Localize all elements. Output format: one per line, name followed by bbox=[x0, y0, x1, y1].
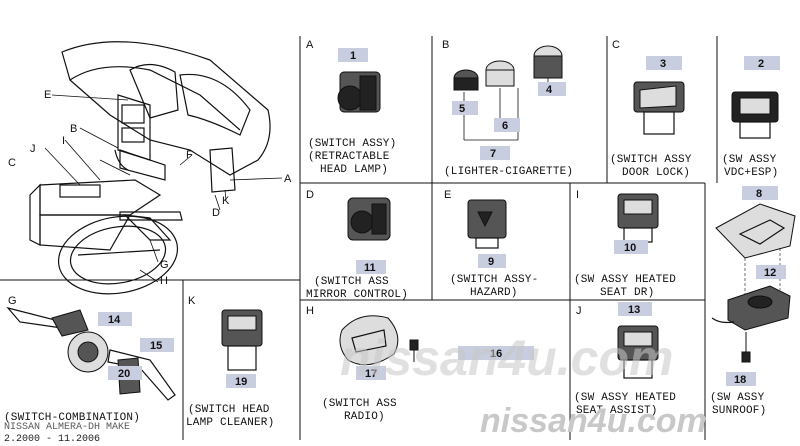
caption-d-line2: MIRROR CONTROL) bbox=[306, 289, 408, 301]
part-number-8: 8 bbox=[756, 188, 762, 200]
overview-letter-b: B bbox=[70, 123, 77, 135]
part-number-9: 9 bbox=[488, 256, 494, 268]
part-number-19: 19 bbox=[235, 376, 247, 388]
caption-b-line1: (LIGHTER-CIGARETTE) bbox=[444, 166, 573, 178]
caption-a-line1: (SWITCH ASSY) bbox=[308, 138, 396, 150]
overview-letter-j: J bbox=[30, 143, 36, 155]
part-number-20: 20 bbox=[118, 368, 130, 380]
caption-h-line1: (SWITCH ASS bbox=[322, 398, 397, 410]
overview-letter-a: A bbox=[284, 173, 292, 185]
caption-k-line1: (SWITCH HEAD bbox=[188, 404, 270, 416]
watermark-bottom: nissan4u.com bbox=[480, 402, 707, 440]
watermark-center: nissan4u.com bbox=[340, 330, 673, 386]
caption-e-line1: (SWITCH ASSY- bbox=[450, 274, 538, 286]
caption-a-line3: HEAD LAMP) bbox=[320, 164, 388, 176]
section-letter-e: E bbox=[444, 189, 451, 201]
section-letter-b: B bbox=[442, 39, 449, 51]
part-number-15: 15 bbox=[150, 340, 162, 352]
section-i-heated-seat-dr: I 10 (SW ASSY HEATED SEAT DR) bbox=[574, 189, 676, 299]
overview-letter-k: K bbox=[222, 195, 230, 207]
part-number-5: 5 bbox=[459, 103, 465, 115]
section-letter-k: K bbox=[188, 295, 196, 307]
caption-c-line2: DOOR LOCK) bbox=[622, 167, 690, 179]
caption-k-line2: LAMP CLEANER) bbox=[186, 417, 274, 429]
part-number-3: 3 bbox=[660, 58, 666, 70]
section-g-switch-combination: G 14 15 20 (SWITCH-COMBINATION) bbox=[4, 295, 175, 424]
section-a-retractable-head-lamp: A 1 (SWITCH ASSY) (RETRACTABLE HEAD LAMP… bbox=[306, 39, 396, 176]
caption-e-line2: HAZARD) bbox=[470, 287, 518, 299]
part-number-4: 4 bbox=[546, 84, 553, 96]
overview-letter-f: F bbox=[186, 149, 193, 161]
part-number-1: 1 bbox=[350, 50, 356, 62]
part-number-2: 2 bbox=[758, 58, 764, 70]
section-letter-j: J bbox=[576, 305, 582, 317]
caption-i-line1: (SW ASSY HEATED bbox=[574, 274, 676, 286]
section-d-mirror-control: D 11 (SWITCH ASS MIRROR CONTROL) bbox=[306, 189, 408, 301]
part-number-6: 6 bbox=[502, 120, 508, 132]
footer-dates: 2.2000 - 11.2006 bbox=[4, 434, 100, 445]
caption-i-line2: SEAT DR) bbox=[600, 287, 654, 299]
part-number-11: 11 bbox=[364, 262, 376, 274]
section-letter-i: I bbox=[576, 189, 579, 201]
caption-a-line2: (RETRACTABLE bbox=[308, 151, 390, 163]
overview-letter-d: D bbox=[212, 207, 220, 219]
caption-h-line2: RADIO) bbox=[344, 411, 385, 423]
part-number-18: 18 bbox=[734, 374, 746, 386]
section-letter-g: G bbox=[8, 295, 17, 307]
section-e-hazard: E 9 (SWITCH ASSY- HAZARD) bbox=[444, 189, 538, 299]
overview-letter-c: C bbox=[8, 157, 16, 169]
caption-vdc-line1: (SW ASSY bbox=[722, 154, 777, 166]
dashboard-overview: E B J C I F D K A G H bbox=[8, 42, 292, 303]
part-number-10: 10 bbox=[624, 242, 636, 254]
section-letter-a: A bbox=[306, 39, 314, 51]
part-number-13: 13 bbox=[628, 304, 640, 316]
part-number-7: 7 bbox=[490, 148, 496, 160]
overview-letter-g: G bbox=[160, 259, 169, 271]
section-k-head-lamp-cleaner: K 19 (SWITCH HEAD LAMP CLEANER) bbox=[186, 295, 274, 429]
part-number-12: 12 bbox=[764, 267, 776, 279]
section-letter-d: D bbox=[306, 189, 314, 201]
section-b-lighter-cigarette: B 5 6 4 7 (LIGHTER-CIGARETTE) bbox=[442, 39, 573, 178]
overview-letter-e: E bbox=[44, 89, 51, 101]
caption-sunroof-line1: (SW ASSY bbox=[710, 392, 765, 404]
caption-d-line1: (SWITCH ASS bbox=[314, 276, 389, 288]
part-number-14: 14 bbox=[108, 314, 121, 326]
caption-sunroof-line2: SUNROOF) bbox=[712, 405, 766, 417]
section-letter-h: H bbox=[306, 305, 314, 317]
overview-letter-i: I bbox=[62, 135, 65, 147]
overview-letter-h: H bbox=[160, 275, 168, 287]
caption-c-line1: (SWITCH ASSY bbox=[610, 154, 692, 166]
section-c-door-lock: C 3 (SWITCH ASSY DOOR LOCK) bbox=[610, 39, 692, 179]
footer-model: NISSAN ALMERA-DH MAKE bbox=[4, 422, 130, 433]
section-letter-c: C bbox=[612, 39, 620, 51]
section-sunroof: 8 12 18 (SW ASSY SUNROOF) bbox=[710, 186, 795, 417]
caption-vdc-line2: VDC+ESP) bbox=[724, 167, 778, 179]
section-vdc-esp: 2 (SW ASSY VDC+ESP) bbox=[722, 56, 780, 179]
